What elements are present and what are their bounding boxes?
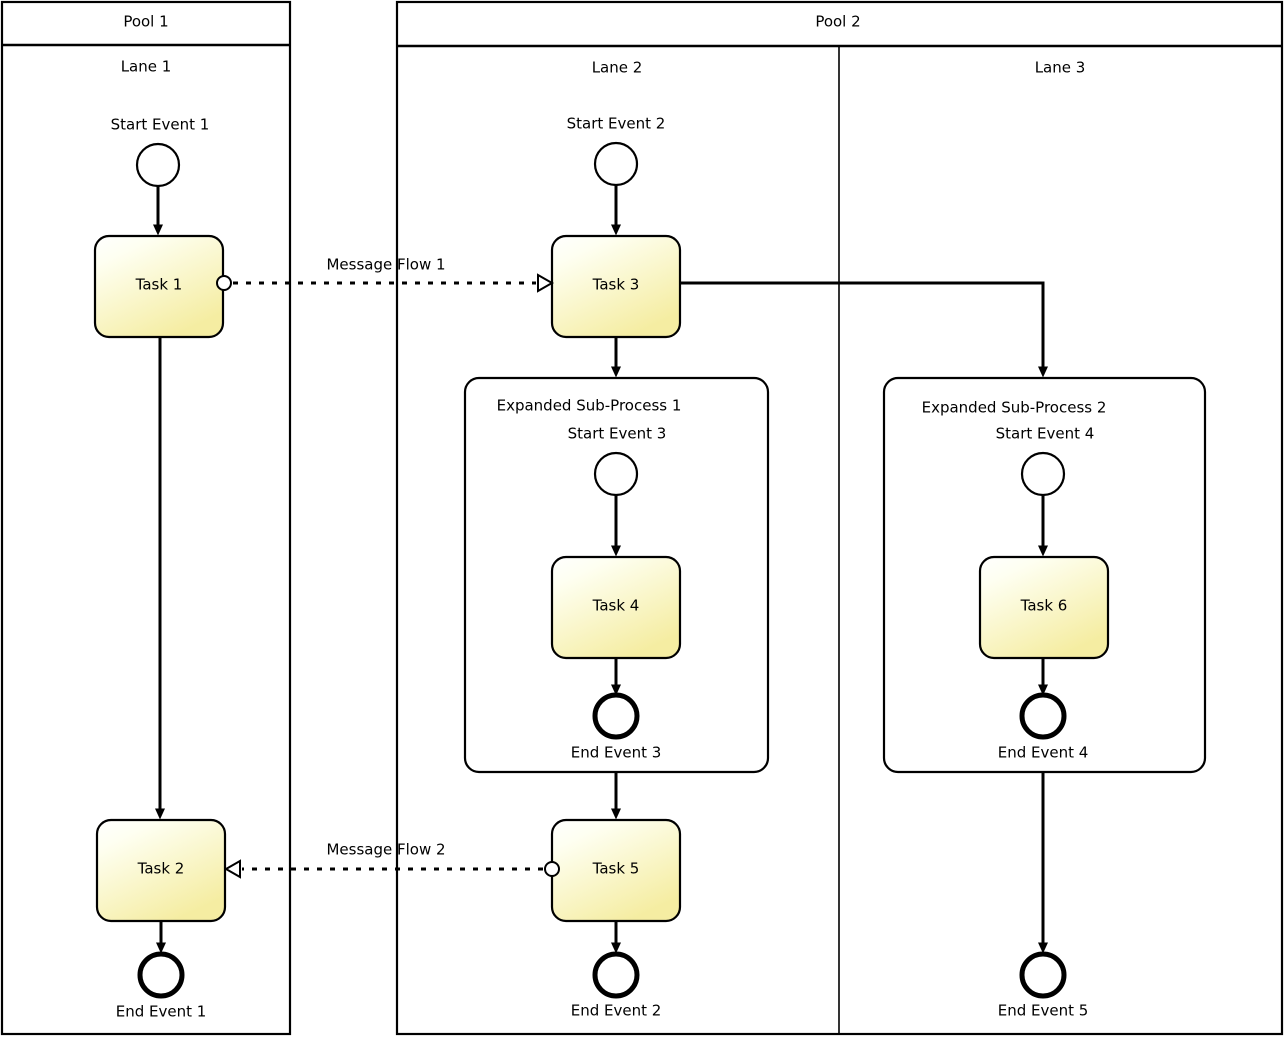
message-flow-layer: Message Flow 1 Message Flow 2 xyxy=(216,256,560,879)
lane-lane1-label: Lane 1 xyxy=(121,58,172,76)
tasks-layer: Task 1 Task 2 Task 3 Task 4 Task 5 Task … xyxy=(93,234,1110,923)
start-event-start2-circle[interactable] xyxy=(593,141,639,187)
subprocess-sub2-label: Expanded Sub-Process 2 xyxy=(922,399,1107,417)
start-event-start1[interactable]: Start Event 1 xyxy=(111,116,210,188)
start-event-start1-label: Start Event 1 xyxy=(111,116,210,134)
task-task3-label: Task 3 xyxy=(592,276,640,294)
start-event-start3-circle[interactable] xyxy=(593,451,639,497)
task-task3-rect[interactable] xyxy=(550,234,682,339)
message-flow-mf2[interactable]: Message Flow 2 xyxy=(223,841,560,879)
task-task5[interactable]: Task 5 xyxy=(550,818,682,923)
message-flow-mf1-source-dot-icon xyxy=(216,275,232,291)
task-task3[interactable]: Task 3 xyxy=(550,234,682,339)
task-task4[interactable]: Task 4 xyxy=(550,555,682,660)
end-event-end1-circle[interactable] xyxy=(137,951,185,999)
start-event-start3[interactable]: Start Event 3 xyxy=(568,425,667,497)
end-event-end1[interactable]: End Event 1 xyxy=(116,951,207,1021)
end-event-end2-circle[interactable] xyxy=(592,951,640,999)
lane-lane2-label: Lane 2 xyxy=(592,59,643,77)
end-event-end1-label: End Event 1 xyxy=(116,1003,207,1021)
start-event-start3-label: Start Event 3 xyxy=(568,425,667,443)
end-event-end3[interactable]: End Event 3 xyxy=(571,692,662,762)
lanes-layer: Lane 1 Lane 2 Lane 3 xyxy=(121,58,1086,77)
sequence-flow-task3-sub2[interactable] xyxy=(680,281,1048,378)
task-task4-rect[interactable] xyxy=(550,555,682,660)
start-events-layer: Start Event 1 Start Event 2 Start Event … xyxy=(111,115,1095,497)
end-event-end3-label: End Event 3 xyxy=(571,744,662,762)
end-event-end4-circle[interactable] xyxy=(1019,692,1067,740)
task-task4-label: Task 4 xyxy=(592,597,640,615)
task-task2-rect[interactable] xyxy=(95,818,227,923)
task-task2-label: Task 2 xyxy=(137,860,185,878)
end-event-end5-circle[interactable] xyxy=(1019,951,1067,999)
task-task5-label: Task 5 xyxy=(592,860,640,878)
end-event-end5[interactable]: End Event 5 xyxy=(998,951,1089,1020)
task-task2[interactable]: Task 2 xyxy=(95,818,227,923)
message-flow-mf2-label: Message Flow 2 xyxy=(326,841,445,859)
message-flow-mf1[interactable]: Message Flow 1 xyxy=(216,256,555,293)
message-flow-mf1-arrowhead-icon xyxy=(537,273,555,293)
sequence-flow-layer xyxy=(153,185,1048,954)
lane-lane3-label: Lane 3 xyxy=(1035,59,1086,77)
pool-pool1-label: Pool 1 xyxy=(123,13,168,31)
end-event-end2-label: End Event 2 xyxy=(571,1002,662,1020)
subprocess-sub1-label: Expanded Sub-Process 1 xyxy=(497,397,682,415)
task-task1[interactable]: Task 1 xyxy=(93,234,225,339)
end-event-end4-label: End Event 4 xyxy=(998,744,1089,762)
pool-pool2-label: Pool 2 xyxy=(815,13,860,31)
message-flow-mf1-label: Message Flow 1 xyxy=(326,256,445,274)
task-task6-label: Task 6 xyxy=(1020,597,1068,615)
start-event-start2[interactable]: Start Event 2 xyxy=(567,115,666,187)
start-event-start4-label: Start Event 4 xyxy=(996,425,1095,443)
message-flow-mf2-arrowhead-icon xyxy=(223,859,241,879)
task-task1-label: Task 1 xyxy=(135,276,183,294)
task-task6-rect[interactable] xyxy=(978,555,1110,660)
task-task6[interactable]: Task 6 xyxy=(978,555,1110,660)
end-event-end5-label: End Event 5 xyxy=(998,1002,1089,1020)
start-event-start4-circle[interactable] xyxy=(1020,451,1066,497)
end-event-end3-circle[interactable] xyxy=(592,692,640,740)
end-event-end2[interactable]: End Event 2 xyxy=(571,951,662,1020)
end-events-layer: End Event 1 End Event 2 End Event 3 End … xyxy=(116,692,1089,1021)
end-event-end4[interactable]: End Event 4 xyxy=(998,692,1089,762)
start-event-start2-label: Start Event 2 xyxy=(567,115,666,133)
start-event-start4[interactable]: Start Event 4 xyxy=(996,425,1095,497)
start-event-start1-circle[interactable] xyxy=(135,142,181,188)
message-flow-mf2-source-dot-icon xyxy=(544,861,560,877)
